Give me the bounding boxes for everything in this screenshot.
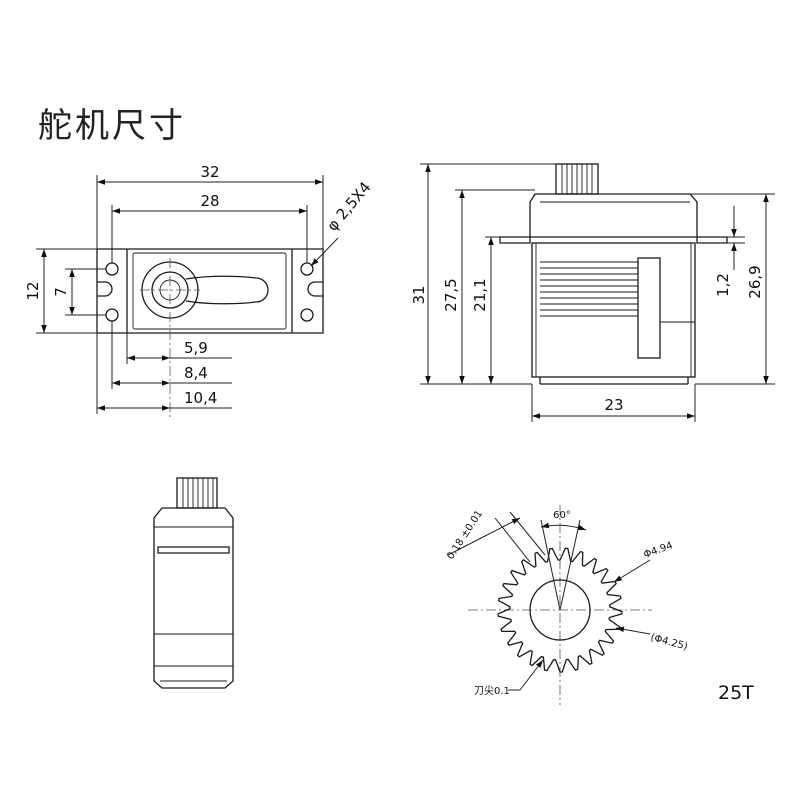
mount-hole: [300, 308, 314, 322]
dim-height-body: 27,5: [442, 278, 460, 311]
top-view: 32 28 12 7 φ 2,5X4 5,9 8,4 10,4: [24, 163, 375, 420]
dim-height-lower: 21,1: [471, 278, 489, 311]
side-flange: [499, 236, 531, 244]
dim-height-flange: 26,9: [746, 265, 764, 298]
gear-teeth: [497, 547, 623, 673]
front-view: [153, 477, 234, 689]
side-flange: [696, 236, 728, 244]
gear-bore: [529, 579, 591, 641]
gear-angle: 60°: [553, 510, 571, 521]
top-view-body: [126, 249, 293, 333]
dim-width-body: 23: [604, 396, 623, 414]
dim-width-holes: 28: [200, 192, 219, 210]
servo-arm: [185, 275, 269, 305]
side-body: [531, 242, 696, 378]
page-title: 舵机尺寸: [38, 106, 186, 146]
dim-offset-b: 8,4: [184, 364, 208, 382]
dim-flange-thickness: 1,2: [714, 273, 732, 297]
dim-width-outer: 32: [200, 163, 219, 181]
side-label-plate: [637, 257, 661, 359]
gear-detail: 60° 0.18 ±0.01 Φ4.94 (Φ4.25) 刀尖0.1 25T: [445, 505, 754, 705]
gear-tooth-width: 0.18 ±0.01: [445, 509, 485, 562]
gear-tip-note: 刀尖0.1: [474, 684, 510, 697]
dim-height-holes: 7: [52, 287, 70, 297]
mount-hole: [105, 308, 119, 322]
top-view-flange: [96, 248, 324, 334]
dim-offset-a: 5,9: [184, 339, 208, 357]
mount-hole: [300, 262, 314, 276]
dim-offset-c: 10,4: [184, 389, 217, 407]
dim-height-outer: 12: [24, 281, 42, 300]
gear-outer-diameter: Φ4.94: [642, 540, 674, 561]
gear-root-diameter: (Φ4.25): [649, 632, 689, 652]
dim-hole-spec: φ 2,5X4: [323, 178, 374, 234]
dim-height-total: 31: [410, 285, 428, 304]
mount-hole: [105, 262, 119, 276]
gear-teeth-count: 25T: [718, 682, 754, 704]
side-view: 31 27,5 21,1 1,2 26,9 23: [410, 163, 775, 422]
